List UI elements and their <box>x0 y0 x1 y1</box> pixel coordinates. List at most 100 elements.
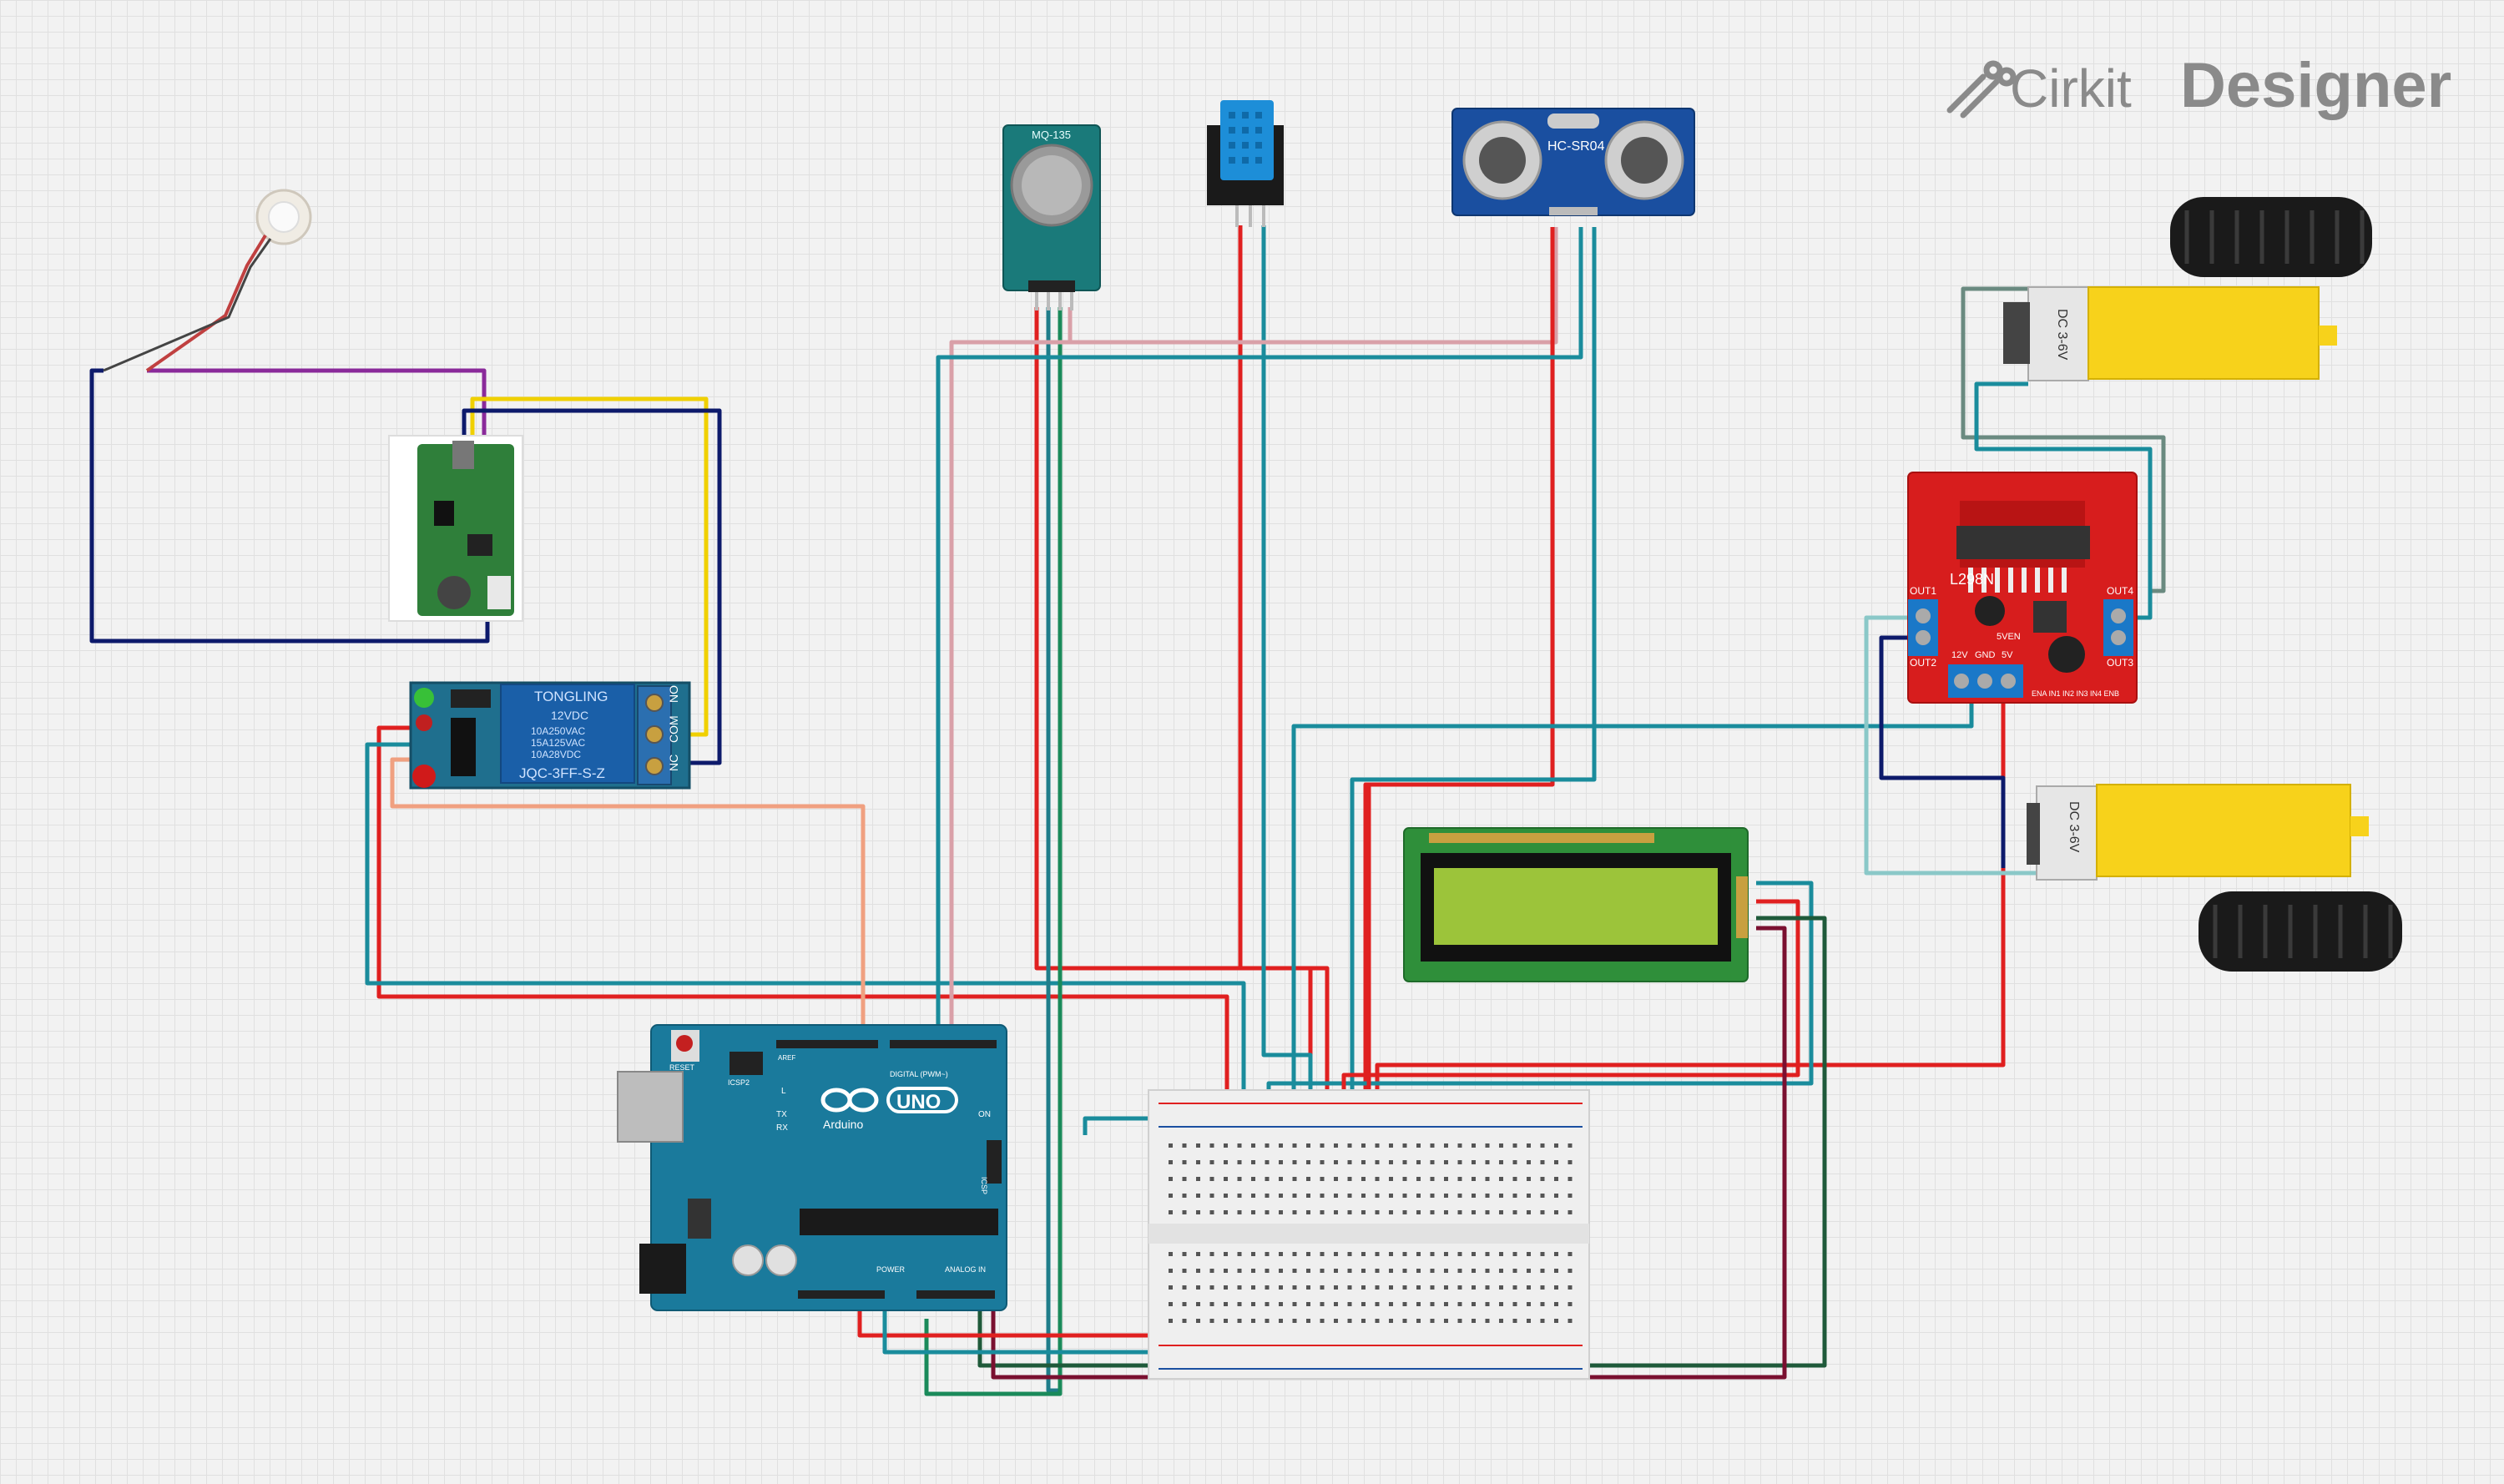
breadboard-hole[interactable] <box>1485 1194 1490 1198</box>
l298n-12v-terminal[interactable] <box>1954 674 1969 689</box>
breadboard-hole[interactable] <box>1568 1285 1573 1290</box>
breadboard-hole[interactable] <box>1306 1269 1310 1273</box>
breadboard-hole[interactable] <box>1568 1319 1573 1323</box>
wire-navy-piezo[interactable] <box>89 368 490 644</box>
breadboard-hole[interactable] <box>1457 1160 1462 1164</box>
breadboard-hole[interactable] <box>1416 1302 1421 1306</box>
breadboard-hole[interactable] <box>1416 1143 1421 1148</box>
breadboard-hole[interactable] <box>1499 1210 1503 1214</box>
breadboard-hole[interactable] <box>1320 1269 1325 1273</box>
breadboard-hole[interactable] <box>1402 1302 1407 1306</box>
breadboard-hole[interactable] <box>1485 1302 1490 1306</box>
breadboard-hole[interactable] <box>1347 1302 1352 1306</box>
breadboard-hole[interactable] <box>1472 1319 1476 1323</box>
breadboard-hole[interactable] <box>1237 1302 1242 1306</box>
breadboard-hole[interactable] <box>1457 1302 1462 1306</box>
breadboard-hole[interactable] <box>1182 1194 1187 1198</box>
breadboard-hole[interactable] <box>1292 1285 1297 1290</box>
breadboard-hole[interactable] <box>1306 1252 1310 1256</box>
wire-red-mq135-vcc[interactable] <box>1034 307 1313 1102</box>
breadboard-hole[interactable] <box>1512 1210 1517 1214</box>
breadboard-hole[interactable] <box>1251 1252 1255 1256</box>
wire-teal-breadboard-left[interactable] <box>1083 1116 1169 1135</box>
relay-terminal-no[interactable] <box>645 694 664 712</box>
breadboard-hole[interactable] <box>1361 1302 1366 1306</box>
wheel-bottom[interactable] <box>2199 891 2402 972</box>
breadboard-hole[interactable] <box>1292 1143 1297 1148</box>
breadboard-hole[interactable] <box>1375 1269 1380 1273</box>
wire-teal-hcsr04-echo[interactable] <box>1350 227 1597 1102</box>
breadboard-hole[interactable] <box>1499 1194 1503 1198</box>
wire-teal-relay[interactable] <box>365 742 1246 1102</box>
breadboard-hole[interactable] <box>1444 1319 1448 1323</box>
breadboard-hole[interactable] <box>1512 1302 1517 1306</box>
breadboard-hole[interactable] <box>1251 1143 1255 1148</box>
breadboard-hole[interactable] <box>1265 1302 1270 1306</box>
breadboard-hole[interactable] <box>1209 1143 1214 1148</box>
breadboard-hole[interactable] <box>1499 1160 1503 1164</box>
breadboard-hole[interactable] <box>1237 1319 1242 1323</box>
breadboard-hole[interactable] <box>1251 1319 1255 1323</box>
breadboard-hole[interactable] <box>1416 1160 1421 1164</box>
breadboard-hole[interactable] <box>1554 1210 1558 1214</box>
breadboard-hole[interactable] <box>1347 1252 1352 1256</box>
breadboard-hole[interactable] <box>1430 1319 1435 1323</box>
breadboard-hole[interactable] <box>1306 1302 1310 1306</box>
breadboard-hole[interactable] <box>1292 1302 1297 1306</box>
breadboard-hole[interactable] <box>1196 1194 1200 1198</box>
wire-salmon-relay[interactable] <box>390 757 866 1035</box>
breadboard-hole[interactable] <box>1444 1160 1448 1164</box>
breadboard-hole[interactable] <box>1224 1143 1228 1148</box>
breadboard-hole[interactable] <box>1512 1160 1517 1164</box>
breadboard-hole[interactable] <box>1224 1210 1228 1214</box>
breadboard-hole[interactable] <box>1568 1194 1573 1198</box>
breadboard-hole[interactable] <box>1472 1285 1476 1290</box>
breadboard-hole[interactable] <box>1485 1319 1490 1323</box>
breadboard-hole[interactable] <box>1540 1252 1545 1256</box>
breadboard-hole[interactable] <box>1306 1194 1310 1198</box>
breadboard-hole[interactable] <box>1334 1143 1338 1148</box>
breadboard-hole[interactable] <box>1306 1319 1310 1323</box>
breadboard-hole[interactable] <box>1568 1252 1573 1256</box>
breadboard-hole[interactable] <box>1320 1252 1325 1256</box>
breadboard-hole[interactable] <box>1527 1302 1531 1306</box>
breadboard-hole[interactable] <box>1540 1319 1545 1323</box>
breadboard-hole[interactable] <box>1196 1269 1200 1273</box>
breadboard-hole[interactable] <box>1361 1319 1366 1323</box>
breadboard-hole[interactable] <box>1169 1143 1173 1148</box>
breadboard-hole[interactable] <box>1416 1194 1421 1198</box>
breadboard-hole[interactable] <box>1485 1269 1490 1273</box>
breadboard-hole[interactable] <box>1196 1319 1200 1323</box>
breadboard-hole[interactable] <box>1375 1177 1380 1181</box>
breadboard-hole[interactable] <box>1527 1143 1531 1148</box>
breadboard-hole[interactable] <box>1430 1269 1435 1273</box>
breadboard-hole[interactable] <box>1389 1143 1393 1148</box>
breadboard-hole[interactable] <box>1209 1252 1214 1256</box>
breadboard-hole[interactable] <box>1444 1177 1448 1181</box>
breadboard-hole[interactable] <box>1251 1285 1255 1290</box>
breadboard-hole[interactable] <box>1527 1177 1531 1181</box>
breadboard-hole[interactable] <box>1457 1143 1462 1148</box>
breadboard-hole[interactable] <box>1279 1269 1283 1273</box>
breadboard-hole[interactable] <box>1389 1302 1393 1306</box>
breadboard-hole[interactable] <box>1279 1194 1283 1198</box>
breadboard-hole[interactable] <box>1224 1177 1228 1181</box>
breadboard-hole[interactable] <box>1224 1160 1228 1164</box>
dc-motor-bottom[interactable]: DC 3-6V <box>2027 784 2369 881</box>
mq135-gas-sensor[interactable]: MQ-135 <box>1002 124 1101 310</box>
breadboard-hole[interactable] <box>1527 1160 1531 1164</box>
breadboard-hole[interactable] <box>1568 1269 1573 1273</box>
breadboard-hole[interactable] <box>1320 1143 1325 1148</box>
breadboard-hole[interactable] <box>1527 1269 1531 1273</box>
breadboard-hole[interactable] <box>1196 1302 1200 1306</box>
breadboard-hole[interactable] <box>1402 1194 1407 1198</box>
breadboard-hole[interactable] <box>1472 1177 1476 1181</box>
wire-teal-dht-data[interactable] <box>1261 225 1313 1102</box>
breadboard-hole[interactable] <box>1472 1143 1476 1148</box>
breadboard-hole[interactable] <box>1430 1302 1435 1306</box>
breadboard-hole[interactable] <box>1182 1269 1187 1273</box>
breadboard-hole[interactable] <box>1182 1160 1187 1164</box>
breadboard-hole[interactable] <box>1527 1210 1531 1214</box>
breadboard-hole[interactable] <box>1334 1269 1338 1273</box>
breadboard-hole[interactable] <box>1196 1285 1200 1290</box>
